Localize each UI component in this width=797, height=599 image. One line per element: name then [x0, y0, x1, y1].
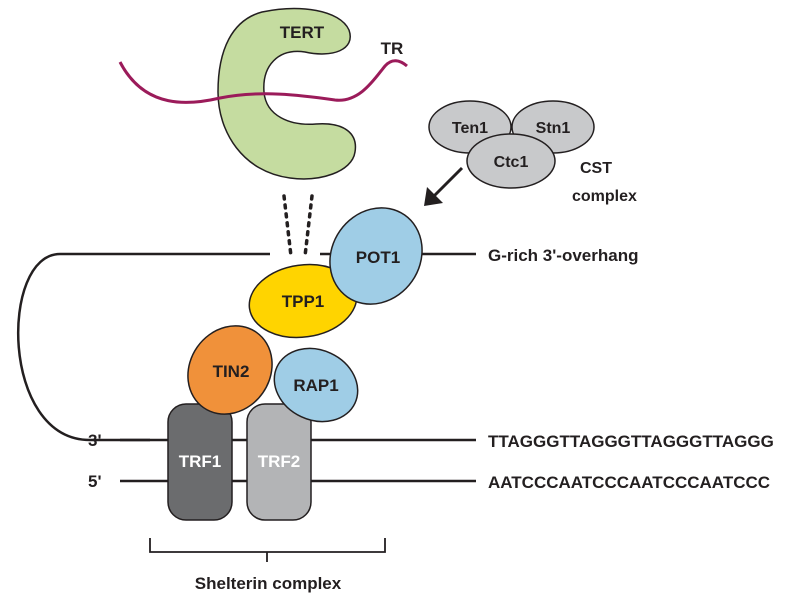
trf2-label: TRF2 — [258, 452, 301, 471]
tr-label: TR — [381, 39, 404, 58]
cst-arrow-shaft — [428, 166, 464, 202]
trf2-protein — [246, 403, 312, 521]
strand-bottom-end-label: 5' — [88, 472, 102, 491]
cst-arrow-head — [424, 187, 443, 206]
t-loop-strand — [17, 252, 270, 442]
sequence-top: TTAGGGTTAGGGTTAGGGTTAGGG — [488, 432, 774, 451]
ctc1-label: Ctc1 — [494, 154, 529, 171]
tert-tpp1-interaction-right — [303, 194, 314, 258]
cst-title-line2: complex — [572, 188, 637, 205]
tpp1-label: TPP1 — [282, 292, 325, 311]
strand-top-end-label: 3' — [88, 431, 102, 450]
overhang-label: G-rich 3'-overhang — [488, 246, 638, 265]
cst-title-line1: CST — [580, 160, 612, 177]
tin2-label: TIN2 — [213, 362, 250, 381]
ctc1-protein — [466, 133, 556, 189]
ten1-label: Ten1 — [452, 120, 488, 137]
pot1-protein — [329, 207, 423, 305]
tin2-protein — [187, 325, 273, 415]
tert-tpp1-interaction-left — [282, 194, 293, 258]
trf1-label: TRF1 — [179, 452, 222, 471]
tr-rna — [118, 59, 408, 104]
sequence-bottom: AATCCCAATCCCAATCCCAATCCC — [488, 473, 770, 492]
tert-label: TERT — [280, 23, 325, 42]
tert-protein — [217, 7, 357, 180]
shelterin-bracket — [149, 538, 386, 562]
stn1-label: Stn1 — [536, 120, 571, 137]
rap1-protein — [273, 347, 359, 423]
pot1-label: POT1 — [356, 248, 400, 267]
shelterin-complex-label: Shelterin complex — [195, 574, 342, 593]
rap1-label: RAP1 — [293, 376, 338, 395]
